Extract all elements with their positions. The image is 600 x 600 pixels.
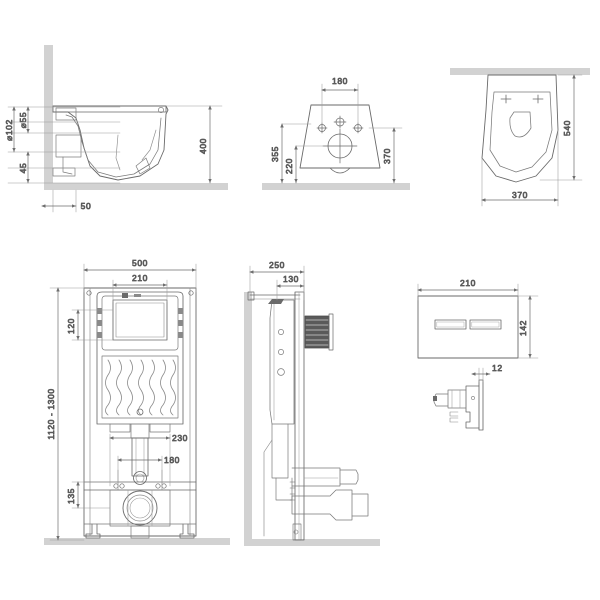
dim-45: 45: [18, 151, 30, 184]
dim-label-142: 142: [518, 320, 528, 336]
dim-355: 355: [270, 123, 312, 184]
dim-label-d102: ⌀102: [4, 119, 14, 141]
view-flush-plate-front: 210 142: [417, 278, 539, 359]
dim-120: 120: [66, 309, 114, 341]
dim-label-370-plan: 370: [512, 190, 528, 200]
dim-label-135: 135: [66, 488, 76, 504]
dim-label-400: 400: [198, 138, 208, 154]
frame-mid-rail: [83, 469, 197, 491]
rear-outlet-nub: [329, 167, 351, 174]
concealed-cistern: [96, 291, 184, 439]
dim-370-rear: 370: [368, 127, 403, 184]
plan-fixing-right: [532, 94, 544, 104]
dim-label-500: 500: [132, 258, 148, 268]
frame-floor-line: [44, 538, 230, 545]
plan-inner-rim: [489, 91, 553, 173]
dim-label-frame-height: 1120 - 1300: [46, 388, 56, 439]
flush-pipe: [131, 437, 149, 477]
waste-outlet-front: [109, 489, 171, 539]
dim-label-355: 355: [270, 146, 280, 162]
dim-50: 50: [41, 189, 92, 213]
dim-180-frame: 180: [117, 455, 180, 487]
dim-diameter-55: ⌀55: [18, 106, 30, 134]
wall-bracket: [247, 291, 301, 301]
view-flush-plate-profile: 12: [433, 363, 503, 431]
fixing-hole-center: [333, 115, 347, 129]
dim-500: 500: [83, 258, 197, 293]
dim-label-220: 220: [284, 158, 294, 174]
dim-180-rear: 180: [321, 76, 359, 127]
frame-side-profile: [263, 291, 369, 541]
dim-label-370-rear: 370: [382, 148, 392, 164]
plan-fixing-left: [500, 94, 512, 104]
dim-label-12: 12: [492, 363, 503, 373]
waste-outlet-circle: [322, 128, 358, 164]
dim-130: 130: [276, 274, 305, 301]
floor-line: [44, 183, 228, 190]
wall-vertical: [44, 45, 53, 190]
dim-230: 230: [109, 433, 188, 487]
rear-body-outline: [299, 104, 381, 169]
dim-label-210-plate: 210: [460, 278, 476, 288]
view-frame-side: 250 130: [244, 260, 380, 546]
rear-floor-line: [262, 183, 410, 190]
dim-label-210-frame: 210: [132, 273, 148, 283]
insulation-hatch: [105, 359, 176, 416]
dim-370-plan: 370: [481, 129, 559, 207]
dim-135: 135: [66, 481, 111, 509]
dim-frame-height: 1120 - 1300: [46, 287, 85, 541]
dim-400: 400: [165, 105, 223, 184]
toilet-bowl-section: [52, 105, 169, 181]
dim-210-plate: 210: [417, 278, 519, 301]
plan-bowl-opening: [509, 111, 532, 138]
dim-label-45: 45: [18, 163, 28, 174]
dim-142: 142: [518, 295, 539, 359]
plan-outer-outline: [481, 74, 559, 183]
dim-label-180-rear: 180: [332, 76, 348, 86]
plan-wall-band: [450, 68, 590, 75]
dim-label-250: 250: [269, 260, 285, 270]
dim-220: 220: [284, 145, 325, 184]
dim-diameter-102: ⌀102: [4, 106, 16, 153]
dim-label-230: 230: [172, 433, 188, 443]
dim-12: 12: [471, 363, 503, 383]
dim-label-540: 540: [562, 120, 572, 136]
plate-profile-geometry: [433, 379, 484, 431]
dim-label-130: 130: [283, 274, 299, 284]
dim-210-frame: 210: [112, 273, 168, 303]
view-bowl-plan: 540 370: [450, 68, 590, 207]
view-frame-front: 500 210 120 1120 - 1300 230: [44, 258, 230, 545]
view-bowl-rear-elevation: 180 355 220 370: [262, 76, 410, 190]
dim-540: 540: [539, 74, 583, 181]
dim-label-d55: ⌀55: [18, 112, 28, 128]
view-bowl-side-section: ⌀102 ⌀55 45 400 50: [4, 45, 228, 213]
flush-buttons: [434, 319, 502, 330]
dim-label-50: 50: [81, 201, 92, 211]
flush-plate-body: [417, 295, 519, 359]
dim-label-120: 120: [66, 318, 76, 334]
dim-label-180-frame: 180: [164, 455, 180, 465]
frame-structure: [83, 287, 197, 539]
side-wall-band: [244, 292, 252, 546]
side-floor-line: [244, 539, 380, 546]
